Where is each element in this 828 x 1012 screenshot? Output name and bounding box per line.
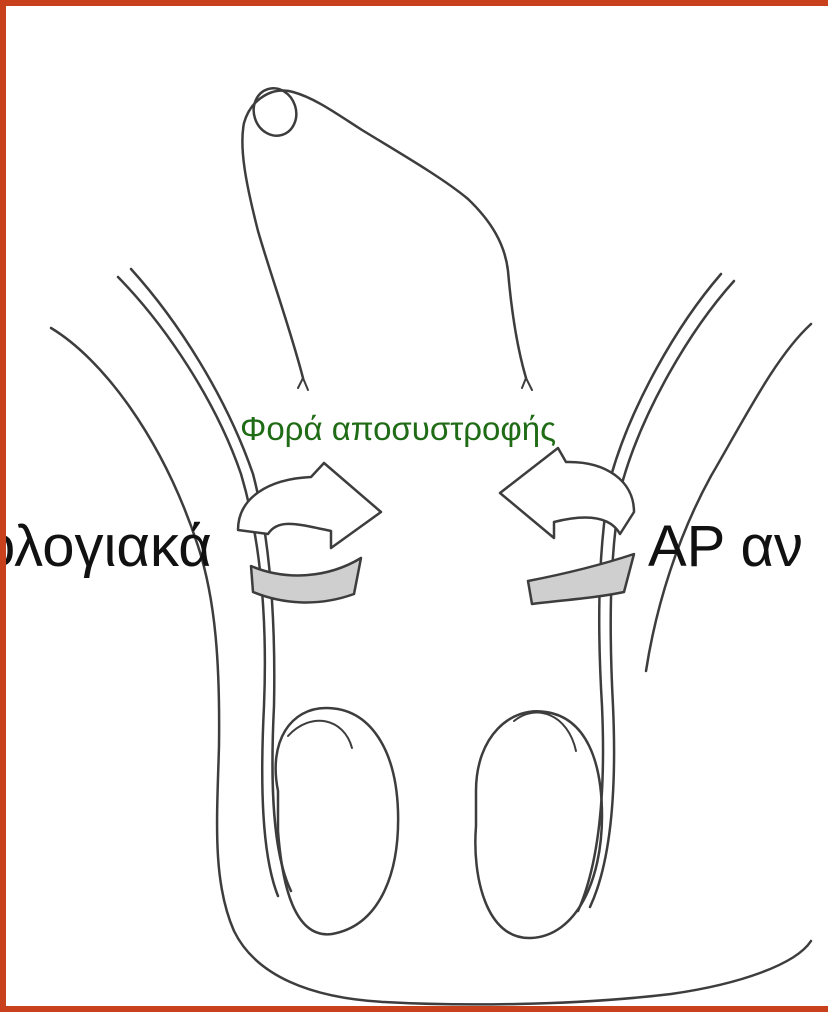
left-side-label: ρολογιακά bbox=[0, 513, 212, 580]
rotation-direction-label: Φορά αποσυστροφής bbox=[240, 410, 556, 448]
right-testis bbox=[475, 711, 602, 938]
left-testis bbox=[276, 708, 398, 934]
right-rotation-arrow bbox=[500, 448, 634, 604]
left-rotation-arrow bbox=[238, 463, 381, 602]
right-side-label: ΑΡ αν bbox=[648, 513, 803, 580]
anatomy-illustration bbox=[6, 6, 828, 1012]
